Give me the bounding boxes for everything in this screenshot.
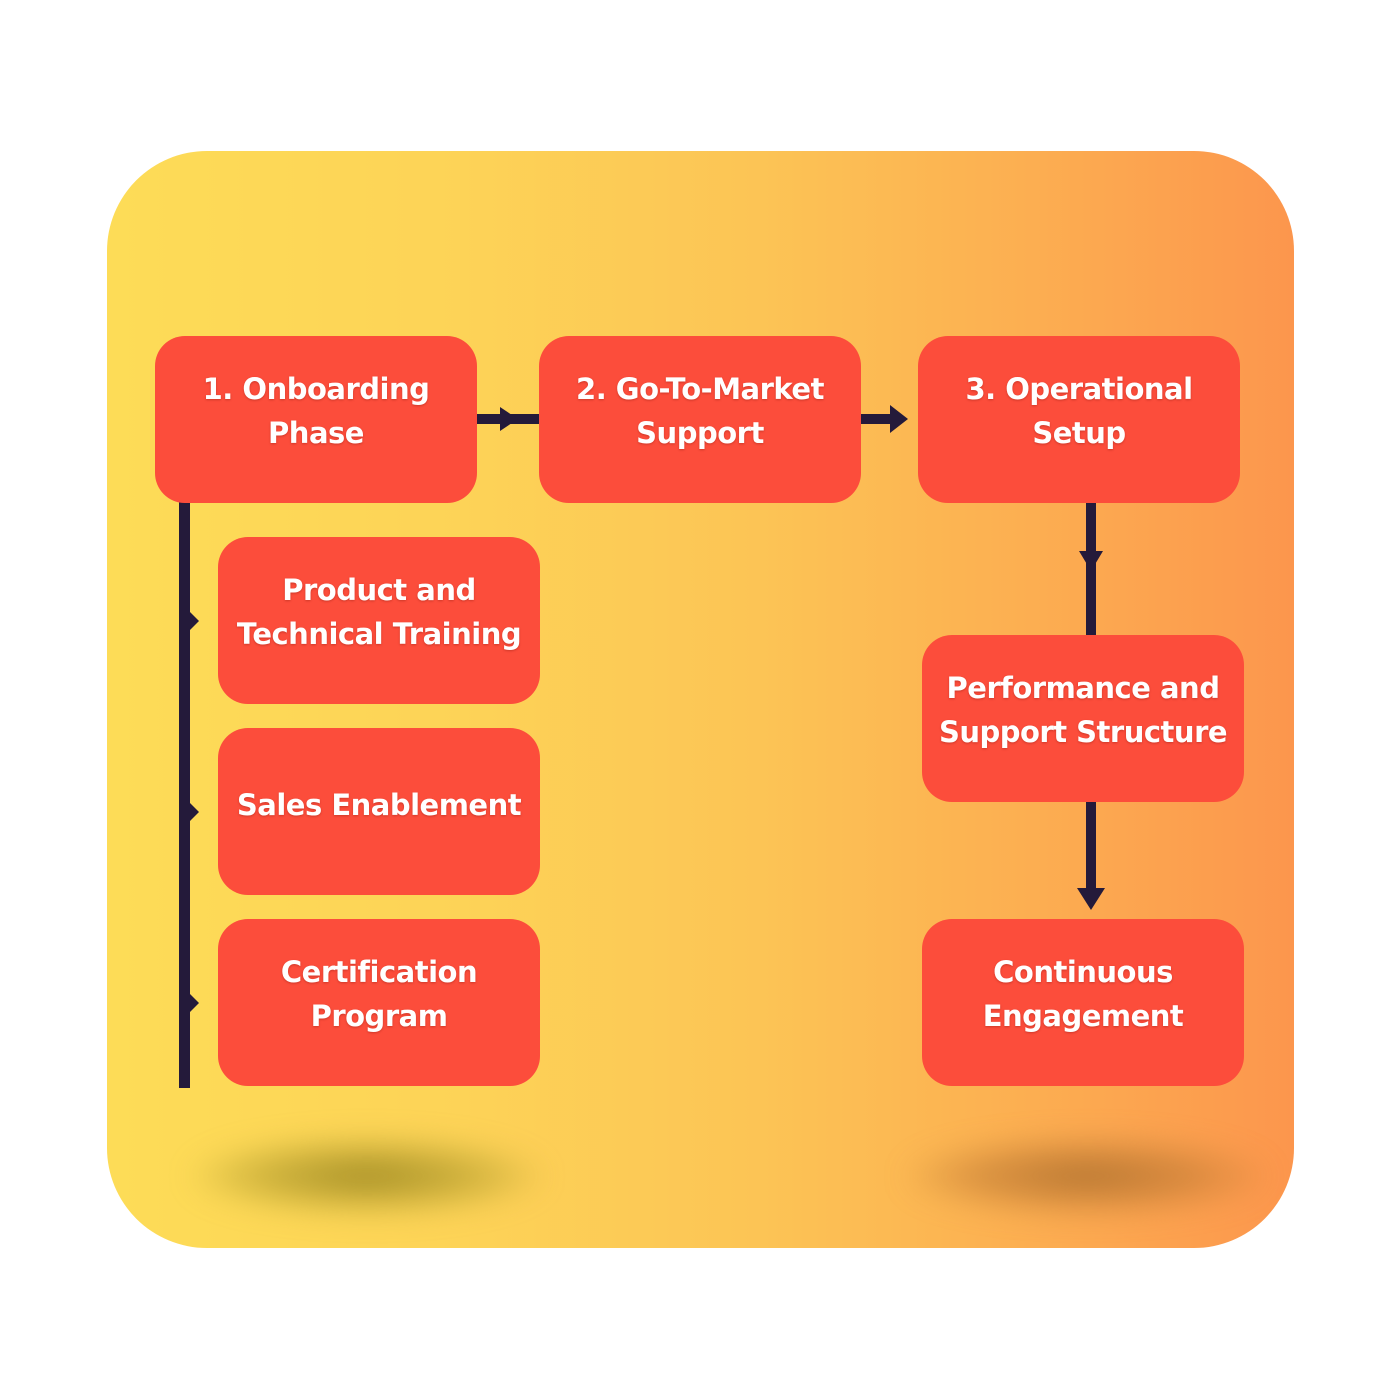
product-technical-training-box: Product and Technical Training [218,537,540,704]
continuous-engagement-box: Continuous Engagement [922,919,1244,1086]
arrowhead-to-sales [189,802,199,822]
arrowhead-gtm-to-operational [890,405,908,433]
performance-support-structure-box: Performance and Support Structure [922,635,1244,802]
right-column-shadow [902,1136,1272,1216]
go-to-market-support-label: 2. Go-To-Market Support [576,372,824,450]
operational-setup-box: 3. Operational Setup [918,336,1240,503]
sales-enablement-label: Sales Enablement [236,788,522,822]
onboarding-phase-box: 1. Onboarding Phase [155,336,477,503]
connector-gtm-to-operational [860,414,894,424]
go-to-market-support-box: 2. Go-To-Market Support [539,336,861,503]
arrowhead-to-certification [189,993,199,1013]
arrowhead-to-training [189,611,199,631]
connector-onboarding-trunk [179,500,190,1088]
arrowhead-onboarding-to-gtm [500,407,518,431]
product-technical-training-label: Product and Technical Training [236,573,522,651]
certification-program-label: Certification Program [280,955,478,1033]
operational-setup-label: 3. Operational Setup [965,372,1193,450]
performance-support-structure-label: Performance and Support Structure [938,671,1228,749]
sales-enablement-box: Sales Enablement [218,728,540,895]
left-column-shadow [187,1136,547,1216]
certification-program-box: Certification Program [218,919,540,1086]
onboarding-phase-label: 1. Onboarding Phase [202,372,430,450]
arrowhead-operational-to-performance [1079,551,1103,571]
arrowhead-performance-to-engagement [1077,888,1105,910]
continuous-engagement-label: Continuous Engagement [982,955,1184,1033]
connector-performance-to-engagement [1086,802,1096,892]
